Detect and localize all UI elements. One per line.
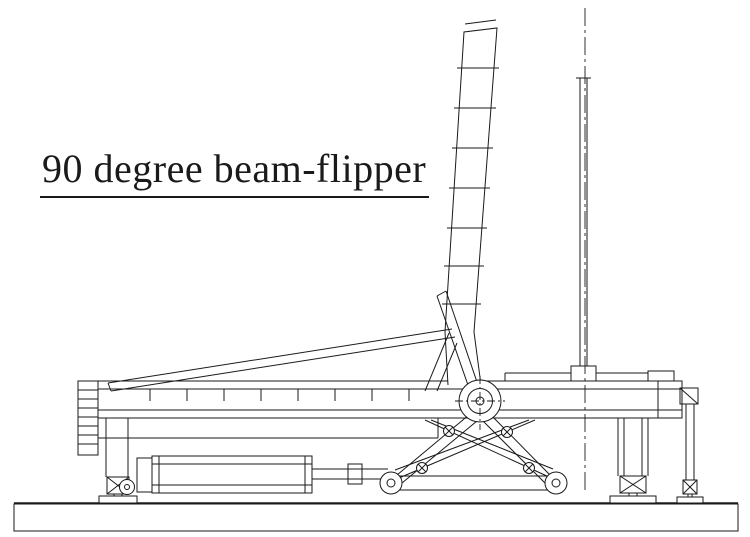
base-frame [77,370,683,439]
pin-joint [523,462,535,474]
pin-joint [501,426,513,438]
right-end-leg [676,387,704,504]
right-support-column [609,418,657,504]
flipper-arm [424,290,479,392]
tilted-beam [107,328,456,392]
mast [442,19,499,386]
main-pivot [455,376,505,430]
pin-joint [416,462,428,474]
left-end-plate-stack [77,380,99,456]
vertical-rod [570,77,597,382]
scissor-linkage [379,413,568,495]
ground [13,502,739,532]
drawing-title: 90 degree beam-flipper [40,146,430,198]
left-leg-jack [98,418,138,504]
pin-joint [443,425,455,437]
hydraulic-cylinder [119,455,388,495]
